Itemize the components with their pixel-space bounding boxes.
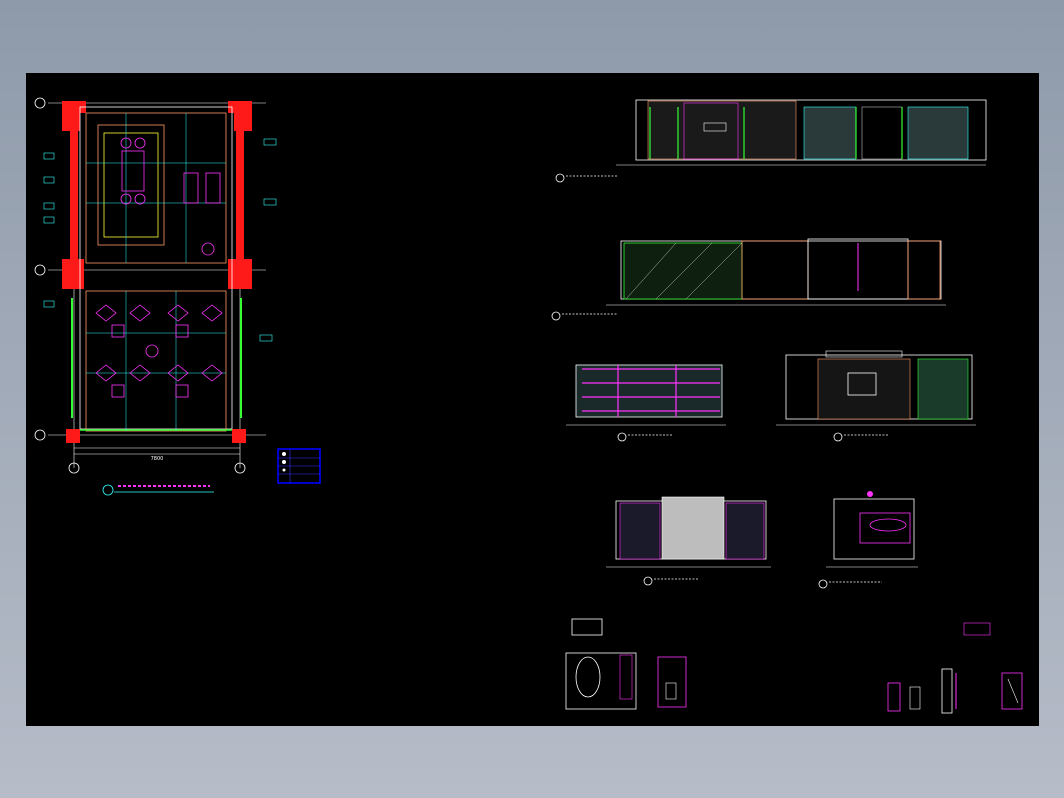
detail-1	[565, 618, 637, 710]
elevation-3	[566, 364, 726, 442]
detail-5	[1001, 672, 1023, 710]
elevation-5	[606, 496, 771, 586]
elevation-1	[555, 99, 987, 183]
ceiling-grid	[86, 113, 226, 431]
elevation-4	[776, 350, 976, 442]
plan-outline	[71, 106, 242, 432]
legend-panel	[277, 448, 321, 484]
detail-2	[657, 656, 687, 708]
detail-4	[941, 622, 991, 714]
plan-furniture	[95, 137, 223, 398]
cad-drawing: 7800	[34, 97, 1023, 714]
detail-3	[887, 682, 921, 712]
grid-bubbles	[34, 97, 246, 474]
elevation-6	[818, 491, 918, 589]
floor-plan: 7800	[34, 97, 277, 496]
elevation-2	[551, 238, 946, 321]
plan-tags	[43, 138, 277, 342]
plan-title-bubble	[102, 484, 114, 496]
plan-walls	[62, 101, 252, 443]
plan-dimension: 7800	[151, 456, 164, 462]
cad-drawing-canvas[interactable]: 7800	[26, 73, 1039, 726]
